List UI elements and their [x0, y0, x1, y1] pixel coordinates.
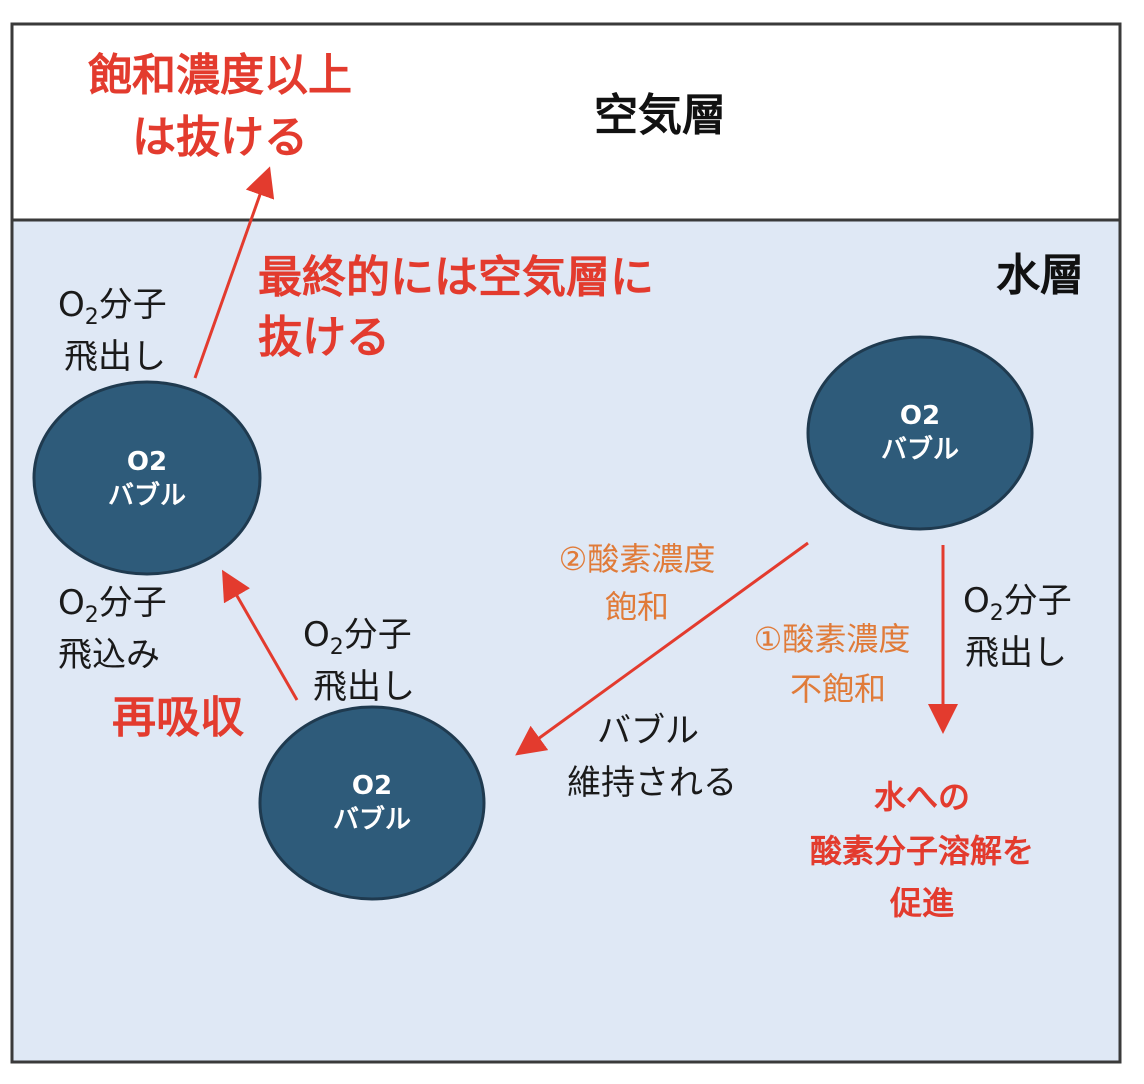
- left-out-line-2: 飛出し: [64, 337, 166, 377]
- bubble-bottom-label-1: O2: [352, 771, 392, 801]
- air-layer: [10, 22, 1122, 222]
- bottom-out-line-2: 飛出し: [313, 667, 415, 707]
- o-symbol: O: [963, 581, 990, 621]
- air-layer-label: 空気層: [594, 90, 726, 141]
- maintained-line-2: 維持される: [567, 763, 737, 803]
- molecule-word: 分子: [99, 285, 167, 325]
- saturated-line-1: ②酸素濃度: [559, 540, 716, 578]
- dissolve-line-2: 酸素分子溶解を: [810, 832, 1034, 870]
- right-out-line-1: O2分子: [963, 581, 1072, 626]
- bottom-out-line-1: O2分子: [303, 615, 412, 660]
- bubble-right: [806, 335, 1034, 531]
- subscript-2: 2: [990, 601, 1004, 626]
- molecule-word: 分子: [344, 615, 412, 655]
- subscript-2: 2: [85, 305, 99, 330]
- bubble-bottom-label-2: バブル: [333, 804, 411, 835]
- o-symbol: O: [303, 615, 330, 655]
- water-layer-label: 水層: [996, 250, 1084, 301]
- molecule-word: 分子: [1004, 581, 1072, 621]
- saturation-escape-line-2: は抜ける: [132, 112, 308, 163]
- bubble-left-label-1: O2: [127, 447, 167, 477]
- reabsorb-label: 再吸収: [112, 692, 244, 743]
- saturation-escape-line-1: 飽和濃度以上: [88, 50, 352, 101]
- subscript-2: 2: [85, 603, 99, 628]
- left-in-line-2: 飛込み: [58, 635, 160, 675]
- dissolve-line-3: 促進: [889, 884, 954, 922]
- bubble-bottom: [258, 705, 486, 901]
- bubble-left-label-2: バブル: [108, 480, 186, 511]
- arrow-reabsorb: [222, 569, 299, 701]
- bubble-right-label-2: バブル: [881, 434, 959, 465]
- arrow-saturated: [515, 541, 809, 756]
- saturated-line-2: 飽和: [605, 588, 669, 626]
- maintained-line-1: バブル: [597, 711, 699, 751]
- molecule-word: 分子: [99, 583, 167, 623]
- dissolve-line-1: 水への: [874, 778, 970, 816]
- unsaturated-line-1: ①酸素濃度: [754, 620, 911, 658]
- subscript-2: 2: [330, 635, 344, 660]
- bubble-left: [32, 380, 262, 576]
- arrow-escape-to-air: [193, 166, 275, 379]
- final-escape-line-2: 抜ける: [258, 312, 390, 363]
- left-in-line-1: O2分子: [58, 583, 167, 628]
- right-out-line-2: 飛出し: [965, 633, 1067, 673]
- unsaturated-line-2: 不飽和: [790, 670, 886, 708]
- o-symbol: O: [58, 583, 85, 623]
- final-escape-line-1: 最終的には空気層に: [258, 252, 654, 303]
- bubble-right-label-1: O2: [900, 401, 940, 431]
- left-out-line-1: O2分子: [58, 285, 167, 330]
- o-symbol: O: [58, 285, 85, 325]
